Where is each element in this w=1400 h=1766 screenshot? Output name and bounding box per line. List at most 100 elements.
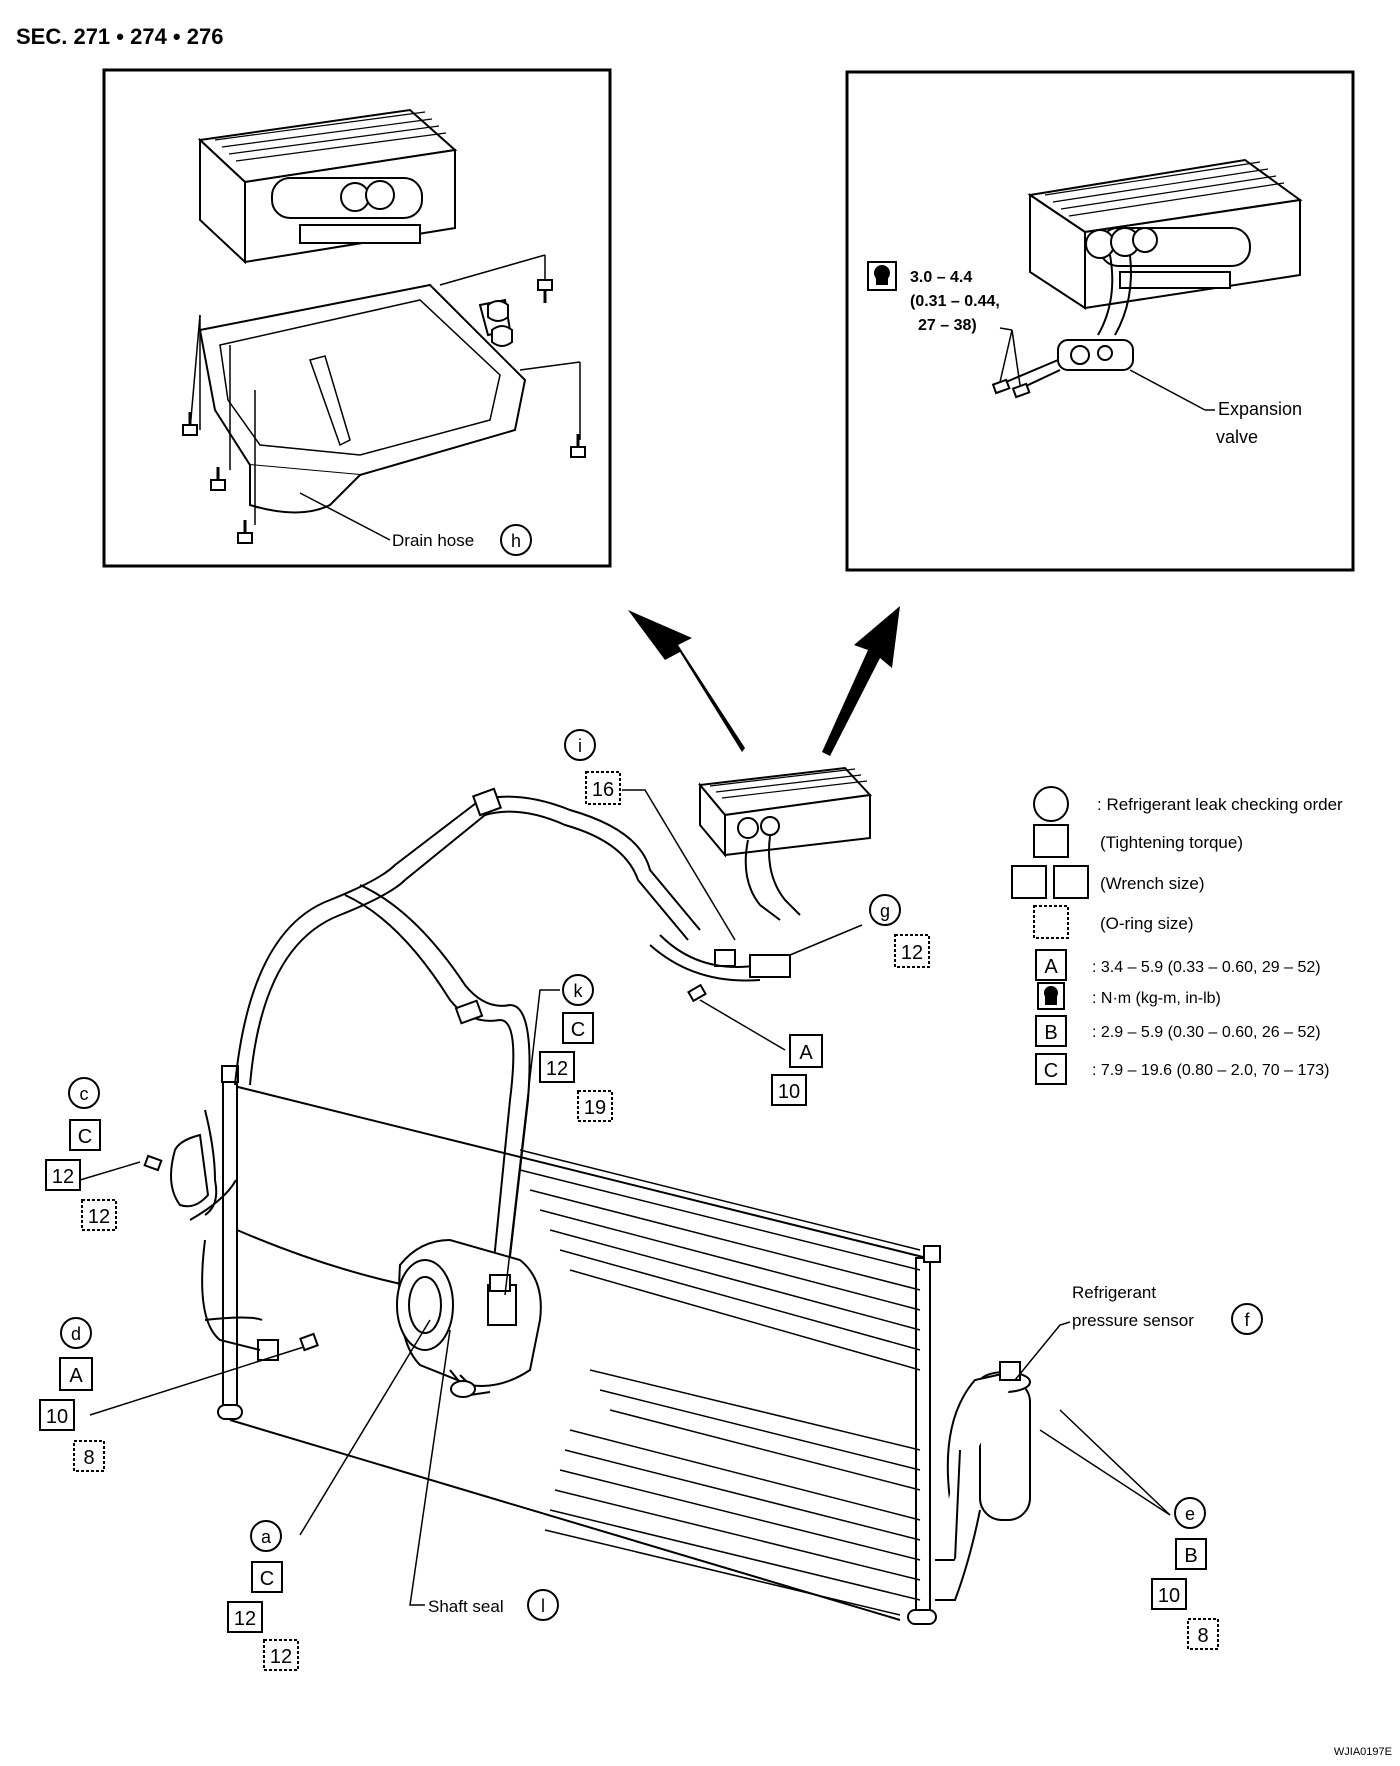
wrench-size-a-bolt: 10 [778, 1081, 800, 1103]
leak-order-f-mark: f [1244, 1310, 1250, 1330]
bolt-icon [536, 278, 554, 305]
clip-icon [487, 300, 513, 347]
oring-size-d: 8 [83, 1447, 94, 1469]
legend-wrench-box-2 [1053, 865, 1089, 899]
expansion-valve-label-1: Expansion [1218, 399, 1302, 419]
callout-c: c C 12 12 [45, 1077, 117, 1231]
inset-evaporator-drain: Drain hose h [102, 68, 612, 568]
inset-expansion-valve: 3.0 – 4.4 (0.31 – 0.44, 27 – 38) Expansi… [845, 70, 1355, 572]
wrench-size-k: 12 [546, 1058, 568, 1080]
leak-order-c-badge [68, 1077, 100, 1109]
compressor [396, 1238, 542, 1398]
drain-pan [198, 283, 527, 514]
figure-code: WJIA0197E [1333, 1746, 1392, 1758]
inset-left-frame [102, 68, 612, 568]
wrench-size-c: 12 [52, 1166, 74, 1188]
torque-box [789, 1034, 823, 1068]
wrench-size-box [1151, 1578, 1187, 1610]
torque-wrench-icon [867, 261, 897, 291]
legend-b-box [1035, 1015, 1067, 1047]
expansion-valve-label-2: valve [1216, 427, 1258, 447]
main-assembly [170, 766, 1031, 1625]
callout-i: i 16 [564, 729, 621, 805]
legend-c-text: : 7.9 – 19.6 (0.80 – 2.0, 70 – 173) [1092, 1062, 1330, 1079]
pressure-sensor-label-2: pressure sensor [1072, 1311, 1194, 1330]
legend-b-text: : 2.9 – 5.9 (0.30 – 0.60, 26 – 52) [1092, 1024, 1321, 1041]
shaft-seal-label: Shaft seal [428, 1597, 504, 1616]
leak-order-i-badge [564, 729, 596, 761]
legend: : Refrigerant leak checking order (Tight… [1011, 786, 1343, 1085]
evaporator-unit-left [197, 108, 458, 265]
callout-d: d A 10 8 [39, 1317, 105, 1472]
torque-value-line1: 3.0 – 4.4 [910, 269, 972, 286]
leak-order-f-badge [1231, 1303, 1263, 1335]
refrigerant-hose-low [234, 787, 701, 1301]
wrench-size-box [771, 1074, 807, 1106]
legend-oring-text: (O-ring size) [1100, 914, 1194, 933]
oring-size-box [1187, 1618, 1219, 1650]
pressure-sensor-label-1: Refrigerant [1072, 1283, 1156, 1302]
legend-b-key: B [1044, 1022, 1057, 1044]
oring-size-c: 12 [88, 1206, 110, 1228]
legend-c-box [1035, 1053, 1067, 1085]
discharge-hose [170, 1109, 279, 1361]
torque-box [251, 1561, 283, 1593]
evaporator-unit-right [1027, 158, 1303, 310]
leak-order-a-mark: a [261, 1527, 272, 1547]
bolt-small-c [143, 1154, 163, 1172]
leak-order-g-mark: g [880, 901, 890, 921]
callout-k: k C 12 19 [539, 974, 613, 1122]
bolt-icon [181, 410, 199, 437]
torque-e: B [1184, 1545, 1197, 1567]
torque-a-bolt: A [799, 1042, 813, 1064]
torque-value-line2: (0.31 – 0.44, [910, 293, 1000, 310]
wrench-size-d: 10 [46, 1406, 68, 1428]
drain-hose-label: Drain hose [392, 531, 474, 550]
leak-order-e-badge [1174, 1497, 1206, 1529]
oring-size-box [894, 934, 930, 968]
leak-order-h-badge [500, 524, 532, 556]
wrench-size-box [45, 1159, 81, 1191]
callout-leaders [79, 789, 1171, 1606]
torque-box [59, 1357, 93, 1391]
oring-size-box [577, 1090, 613, 1122]
leak-order-l-badge [527, 1589, 559, 1621]
legend-oring-icon [1033, 905, 1069, 939]
arrow-to-left-inset [628, 610, 745, 752]
wrench-size-box [227, 1601, 263, 1633]
legend-square-text: (Tightening torque) [1100, 833, 1243, 852]
section-title: SEC. 271 • 274 • 276 [16, 24, 224, 49]
leak-order-d-badge [60, 1317, 92, 1349]
legend-square-icon [1033, 824, 1069, 858]
callout-a-bolt: A 10 [771, 1034, 823, 1106]
leak-order-g-badge [869, 894, 901, 926]
legend-wrench-text: (Wrench size) [1100, 874, 1205, 893]
oring-size-box [263, 1639, 299, 1671]
leak-order-l-mark: l [541, 1596, 545, 1616]
oring-size-e: 8 [1197, 1625, 1208, 1647]
leak-order-d-mark: d [71, 1324, 81, 1344]
bolt-small-d [299, 1332, 319, 1352]
callout-g: g 12 [869, 894, 930, 968]
legend-circle-text: : Refrigerant leak checking order [1097, 795, 1343, 814]
callout-l: Shaft seal l [428, 1589, 559, 1621]
drain-pan-bolt-leaders [189, 254, 581, 541]
leak-order-h-mark: h [511, 531, 521, 551]
wrench-size-box [539, 1051, 575, 1083]
detail-arrows [628, 606, 900, 756]
valve-bolt-icon [991, 359, 1061, 399]
bolt-icon [236, 518, 254, 545]
oring-size-box [81, 1199, 117, 1231]
torque-k: C [571, 1019, 585, 1041]
leak-order-a-badge [250, 1520, 282, 1552]
torque-box [69, 1119, 101, 1151]
legend-unit-text: : N·m (kg-m, in-lb) [1092, 990, 1221, 1007]
leak-order-i-mark: i [578, 736, 582, 756]
wrench-size-e: 10 [1158, 1585, 1180, 1607]
leak-order-e-mark: e [1185, 1504, 1195, 1524]
leak-order-k-mark: k [574, 981, 584, 1001]
oring-size-a: 12 [270, 1646, 292, 1668]
callout-e: e B 10 8 [1151, 1497, 1219, 1650]
condenser [217, 1065, 941, 1625]
